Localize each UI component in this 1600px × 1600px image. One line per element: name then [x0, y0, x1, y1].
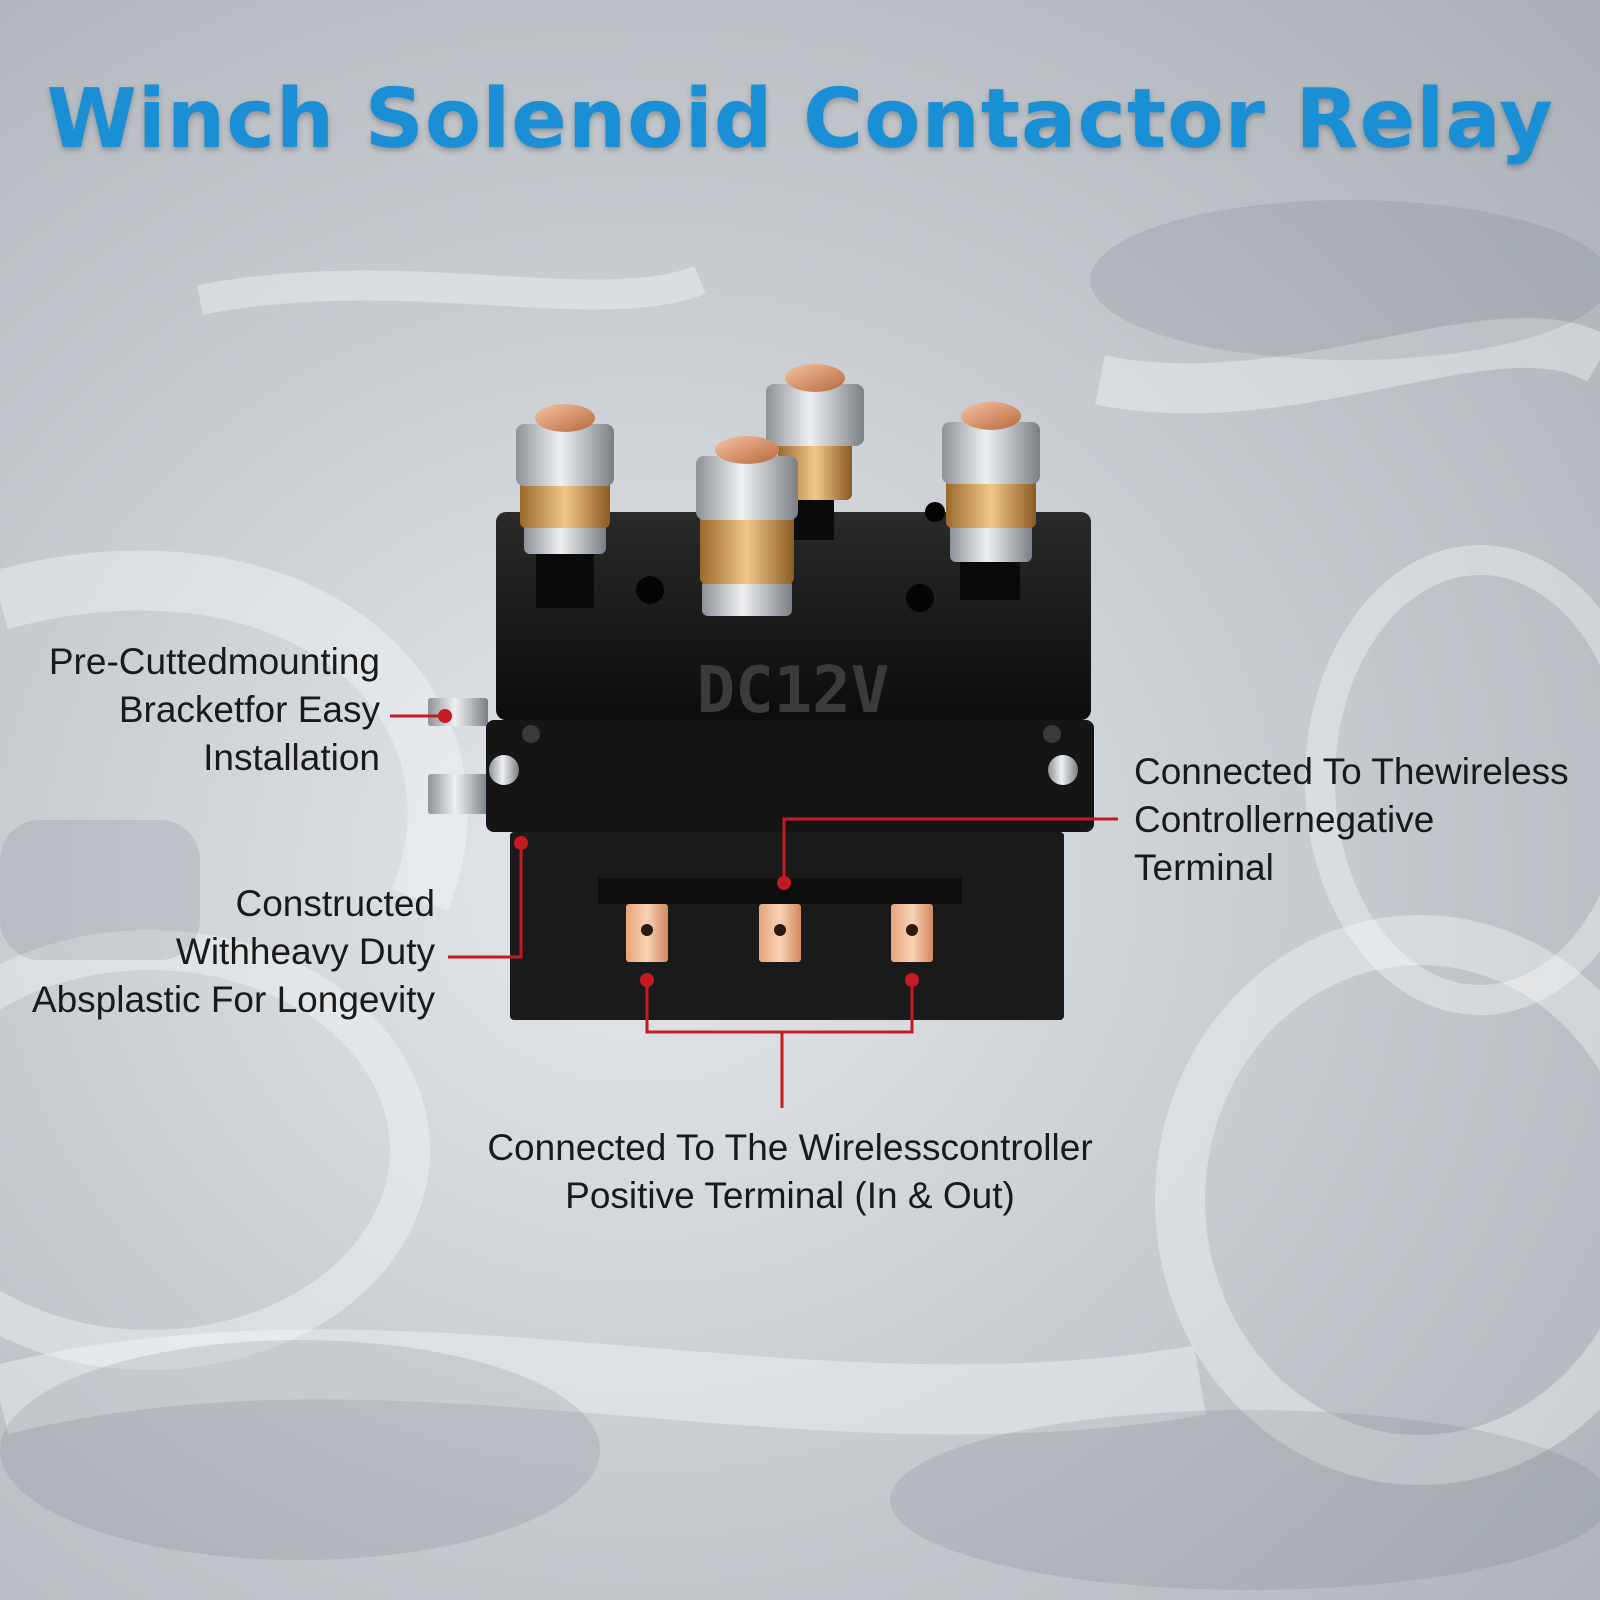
- page-title: Winch Solenoid Contactor Relay: [46, 72, 1554, 167]
- terminal-stud-front-left: [516, 404, 614, 608]
- callout-plastic: Constructed Withheavy Duty Absplastic Fo…: [10, 880, 435, 1024]
- callout-positive: Connected To The Wirelesscontroller Posi…: [440, 1124, 1140, 1220]
- spade-terminal-right: [891, 904, 933, 962]
- callout-negative-line-2: Controllernegative: [1134, 799, 1435, 840]
- callout-plastic-line-2: Withheavy Duty: [175, 931, 435, 972]
- callout-bracket: Pre-Cuttedmounting Bracketfor Easy Insta…: [20, 638, 380, 782]
- callout-positive-line-1: Connected To The Wirelesscontroller: [487, 1127, 1093, 1168]
- callout-plastic-line-1: Constructed: [235, 883, 436, 924]
- callout-negative-line-1: Connected To Thewireless: [1134, 751, 1569, 792]
- callout-bracket-line-1: Pre-Cuttedmounting: [48, 641, 380, 682]
- spade-terminal-left: [626, 904, 668, 962]
- leader-positive: [645, 980, 914, 1034]
- callout-bracket-line-3: Installation: [203, 737, 380, 778]
- callout-bracket-line-2: Bracketfor Easy: [118, 689, 380, 730]
- leader-plastic: [448, 843, 523, 959]
- callout-plastic-line-3: Absplastic For Longevity: [31, 979, 435, 1020]
- leader-negative: [782, 817, 1118, 879]
- terminal-stud-front-center: [696, 436, 798, 616]
- relay-housing: [486, 502, 1094, 1020]
- callout-dots: [438, 709, 919, 987]
- voltage-label: DC12V: [697, 654, 890, 728]
- spade-terminal-center: [759, 904, 801, 962]
- callout-negative: Connected To Thewireless Controllernegat…: [1134, 748, 1584, 892]
- callout-negative-line-3: Terminal: [1134, 847, 1274, 888]
- callout-leaders: [390, 714, 1118, 1108]
- callout-positive-line-2: Positive Terminal (In & Out): [565, 1175, 1015, 1216]
- terminal-stud-right: [942, 402, 1040, 600]
